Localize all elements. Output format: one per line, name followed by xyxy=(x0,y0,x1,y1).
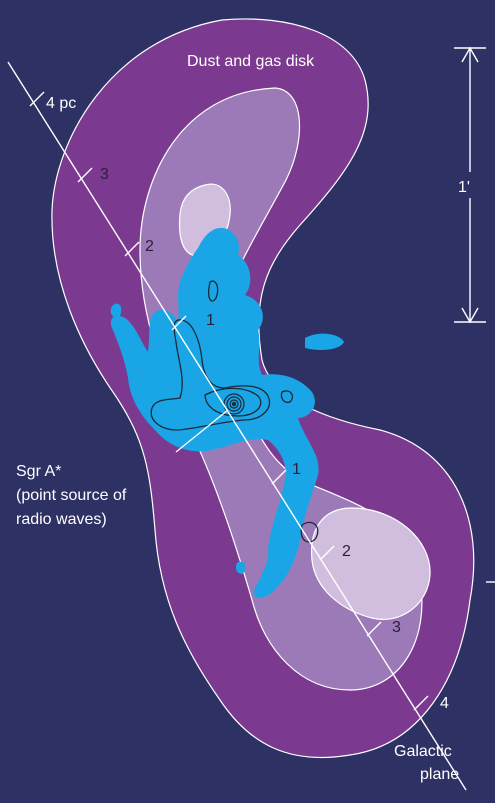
tick-label-lower-3: 3 xyxy=(392,619,401,636)
plane-label-line2: plane xyxy=(420,766,459,783)
tick-label-upper-3: 3 xyxy=(100,166,109,183)
plane-label-line1: Galactic xyxy=(394,743,452,760)
disk-label: Dust and gas disk xyxy=(187,53,315,70)
tick-label-upper-1: 1 xyxy=(206,312,215,329)
tick-label-upper-2: 2 xyxy=(145,238,154,255)
sgr-label-line1: Sgr A* xyxy=(16,463,61,480)
tick-label-lower-4: 4 xyxy=(440,695,449,712)
sgr-label-line2: (point source of xyxy=(16,487,127,504)
scale-label: 1' xyxy=(458,179,470,196)
tick-label-lower-2: 2 xyxy=(342,543,351,560)
sgr-label-line3: radio waves) xyxy=(16,511,107,528)
core-point xyxy=(232,402,235,405)
tick-label-upper-4: 4 pc xyxy=(46,95,76,112)
tick-label-lower-1: 1 xyxy=(292,461,301,478)
